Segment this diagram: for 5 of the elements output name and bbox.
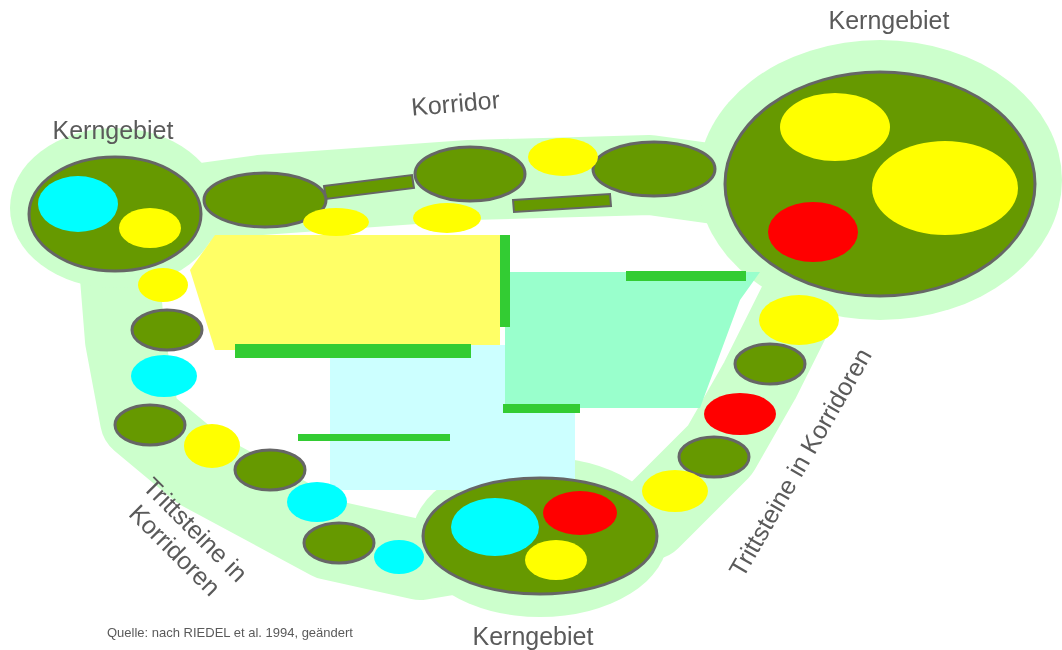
region-label: Kerngebiet — [52, 115, 174, 145]
source-note: Quelle: nach RIEDEL et al. 1994, geändert — [107, 624, 353, 640]
region-label: Kerngebiet — [828, 5, 950, 35]
region-label: Kerngebiet — [472, 621, 594, 650]
region-label: Korridor — [409, 84, 501, 122]
